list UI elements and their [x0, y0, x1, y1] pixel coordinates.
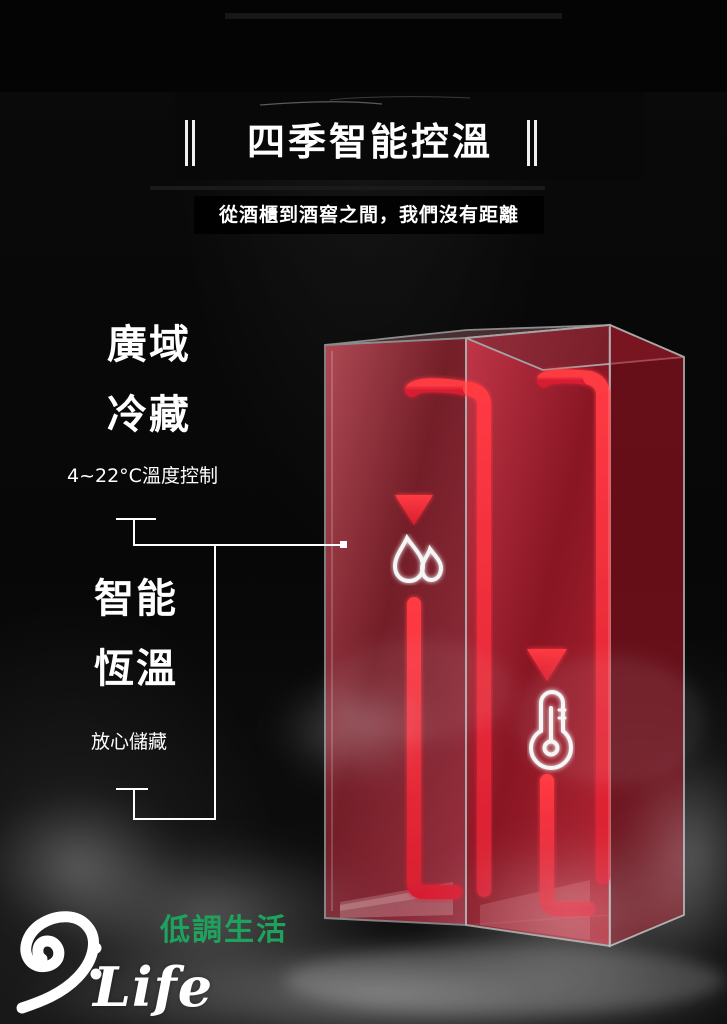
smart-title-line-2: 恆溫 [94, 646, 178, 692]
connector-main-line [133, 544, 345, 546]
connector-bottom-line [133, 818, 216, 820]
title-left-bar [185, 120, 195, 166]
cooling-title-line-2: 冷藏 [107, 392, 191, 438]
page-subtitle: 從酒櫃到酒窖之間，我們沒有距離 [218, 204, 519, 226]
cooling-detail: 4~22°C溫度控制 [67, 465, 218, 487]
title-section: 四季智能控溫 [0, 110, 727, 180]
smart-title-line-1: 智能 [94, 576, 178, 622]
cooling-title-line-1: 廣域 [107, 322, 191, 368]
connector-top-vertical-line [133, 518, 135, 545]
brand-logo: Life 低調生活 [8, 910, 298, 1020]
clef-logo-icon [16, 911, 102, 1014]
subtitle-background [194, 196, 544, 234]
smart-detail: 放心儲藏 [91, 731, 168, 753]
brand-chinese-name: 低調生活 [160, 913, 288, 948]
title-right-bar [527, 120, 537, 166]
connector-top-short-line [116, 518, 156, 520]
brand-name: Life [93, 955, 214, 1019]
connector-long-vertical-line [214, 544, 216, 819]
connector-endpoint-dot [340, 541, 347, 548]
page-title: 四季智能控溫 [246, 120, 493, 164]
connector-bottom-vertical-line [133, 788, 135, 819]
connector-bottom-short-line [116, 788, 148, 790]
